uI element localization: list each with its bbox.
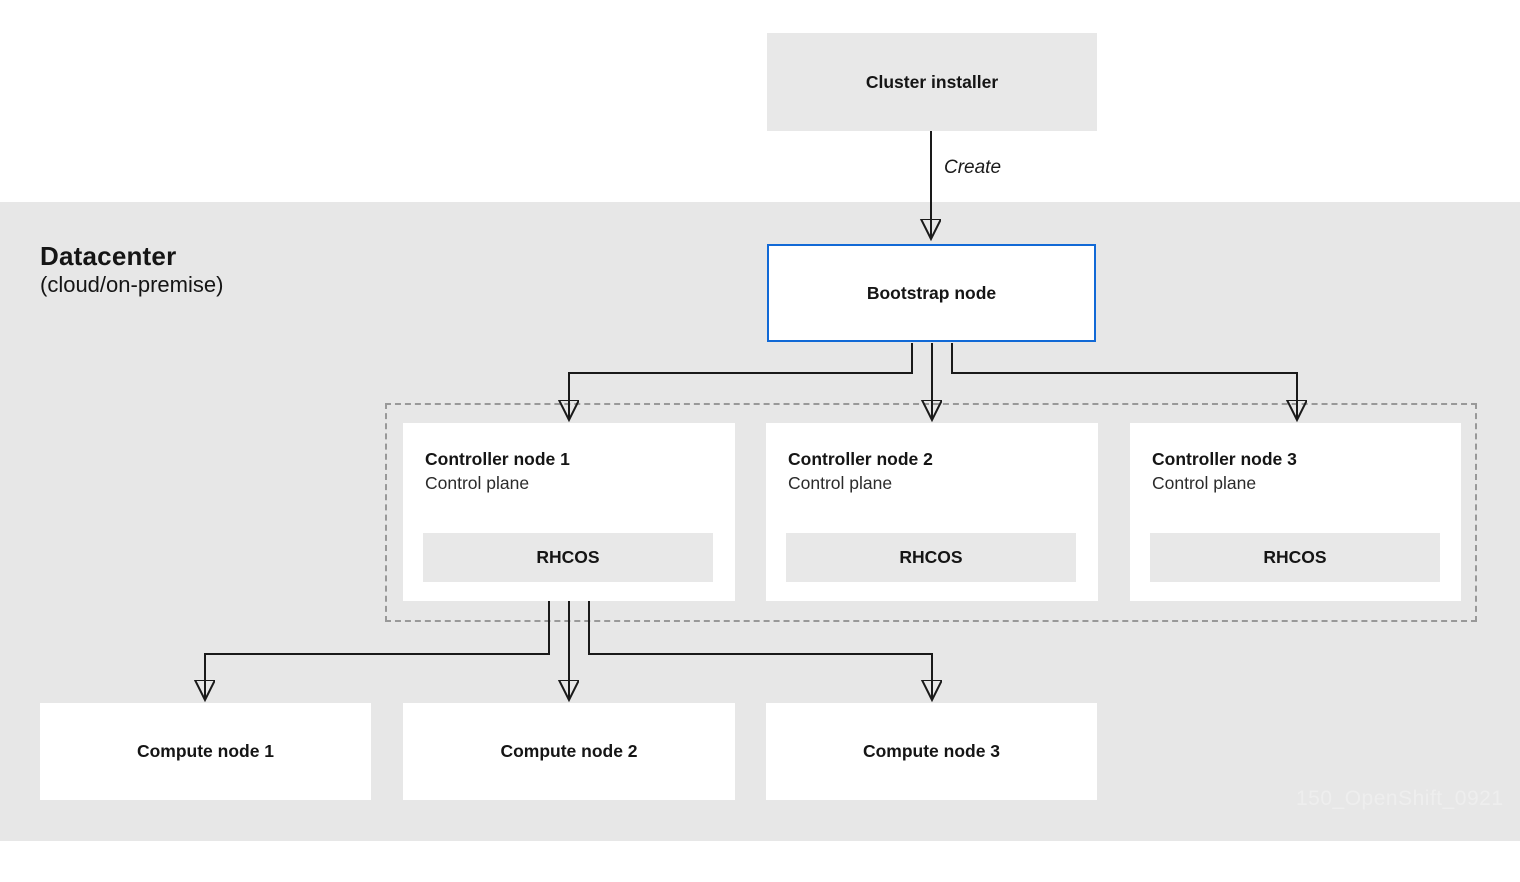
controller-node-3-rhcos-box: RHCOS [1150, 533, 1440, 582]
controller-node-3-role: Control plane [1152, 473, 1257, 493]
create-arrow-label: Create [944, 157, 1002, 178]
controller-node-3-box: Controller node 3 Control plane RHCOS [1130, 423, 1461, 601]
compute-node-2-label: Compute node 2 [500, 741, 638, 761]
cluster-installer-box: Cluster installer [767, 33, 1097, 131]
compute-node-3-label: Compute node 3 [862, 741, 1001, 761]
controller-node-2-rhcos-label: RHCOS [899, 547, 963, 567]
bootstrap-node-label: Bootstrap node [866, 282, 997, 303]
controller-node-2-rhcos-box: RHCOS [786, 533, 1076, 582]
controller-node-1-title: Controller node 1 [425, 449, 570, 469]
controller-node-1-rhcos-box: RHCOS [423, 533, 713, 582]
controller-node-2-title: Controller node 2 [788, 449, 933, 469]
controller-node-1-role: Control plane [425, 473, 530, 493]
controller-node-1-box: Controller node 1 Control plane RHCOS [403, 423, 735, 601]
datacenter-label: Datacenter (cloud/on-premise) [40, 241, 223, 299]
datacenter-subtitle: (cloud/on-premise) [40, 272, 224, 297]
controller-node-1-rhcos-label: RHCOS [536, 547, 600, 567]
controller-node-3-title: Controller node 3 [1152, 449, 1297, 469]
controller-node-2-box: Controller node 2 Control plane RHCOS [766, 423, 1098, 601]
bootstrap-node-box: Bootstrap node [767, 244, 1096, 342]
datacenter-title: Datacenter [40, 241, 177, 271]
compute-node-3-box: Compute node 3 [766, 703, 1097, 800]
compute-node-1-label: Compute node 1 [136, 741, 275, 761]
compute-node-1-box: Compute node 1 [40, 703, 371, 800]
controller-node-3-rhcos-label: RHCOS [1263, 547, 1327, 567]
controller-node-2-role: Control plane [788, 473, 893, 493]
watermark-text: 150_OpenShift_0921 [1296, 787, 1504, 810]
cluster-installer-label: Cluster installer [865, 71, 999, 92]
compute-node-2-box: Compute node 2 [403, 703, 735, 800]
